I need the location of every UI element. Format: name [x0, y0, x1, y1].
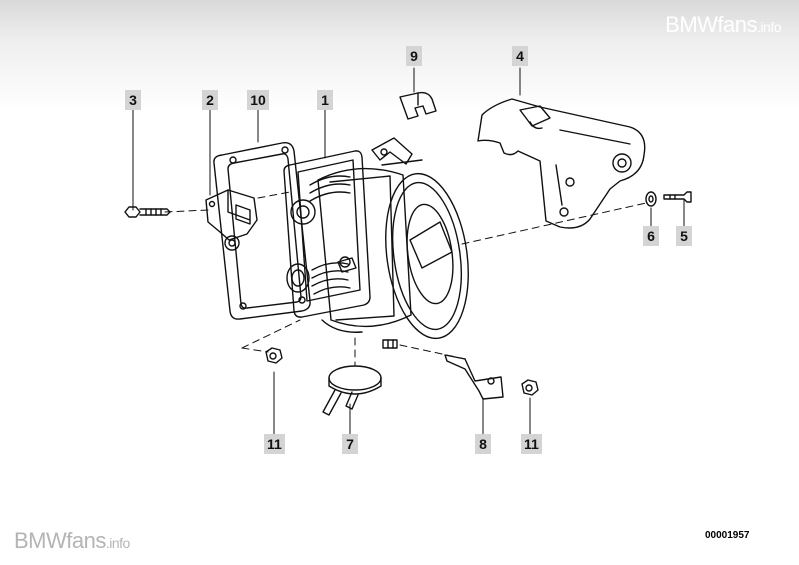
- callout-4: 4: [512, 46, 528, 66]
- callout-1: 1: [317, 90, 333, 110]
- bolt-part: [663, 191, 692, 203]
- clip-part: [399, 91, 437, 120]
- watermark-bottom-suffix: .info: [105, 535, 130, 551]
- callout-10: 10: [247, 90, 269, 110]
- watermark-bottom-brand: BMWfans: [14, 528, 106, 553]
- callout-7: 7: [342, 434, 358, 454]
- callout-5: 5: [676, 226, 692, 246]
- watermark-top-brand: BMWfans: [665, 12, 758, 37]
- throttle-housing-part: [283, 137, 469, 349]
- callout-6: 6: [643, 226, 659, 246]
- callout-11-left: 11: [264, 434, 285, 454]
- holder-part: [444, 354, 504, 400]
- watermark-bottom: BMWfans.info: [14, 528, 130, 554]
- washer-part: [645, 191, 657, 207]
- diagram-id: 00001957: [705, 530, 750, 541]
- cap-part: [322, 365, 382, 416]
- assembly-axes: [164, 191, 647, 367]
- gasket-part: [213, 141, 311, 320]
- bracket-part: [477, 98, 646, 229]
- callout-9: 9: [406, 46, 422, 66]
- watermark-top: BMWfans.info: [665, 12, 781, 38]
- leader-lines: [132, 67, 685, 436]
- screw-part: [124, 206, 171, 218]
- throttle-sensor-part: [205, 189, 258, 251]
- watermark-top-suffix: .info: [757, 19, 781, 35]
- nut-right-part: [521, 379, 539, 396]
- callout-2: 2: [202, 90, 218, 110]
- callout-11-right: 11: [521, 434, 542, 454]
- callout-3: 3: [125, 90, 141, 110]
- callout-8: 8: [475, 434, 491, 454]
- nut-left-part: [265, 347, 283, 364]
